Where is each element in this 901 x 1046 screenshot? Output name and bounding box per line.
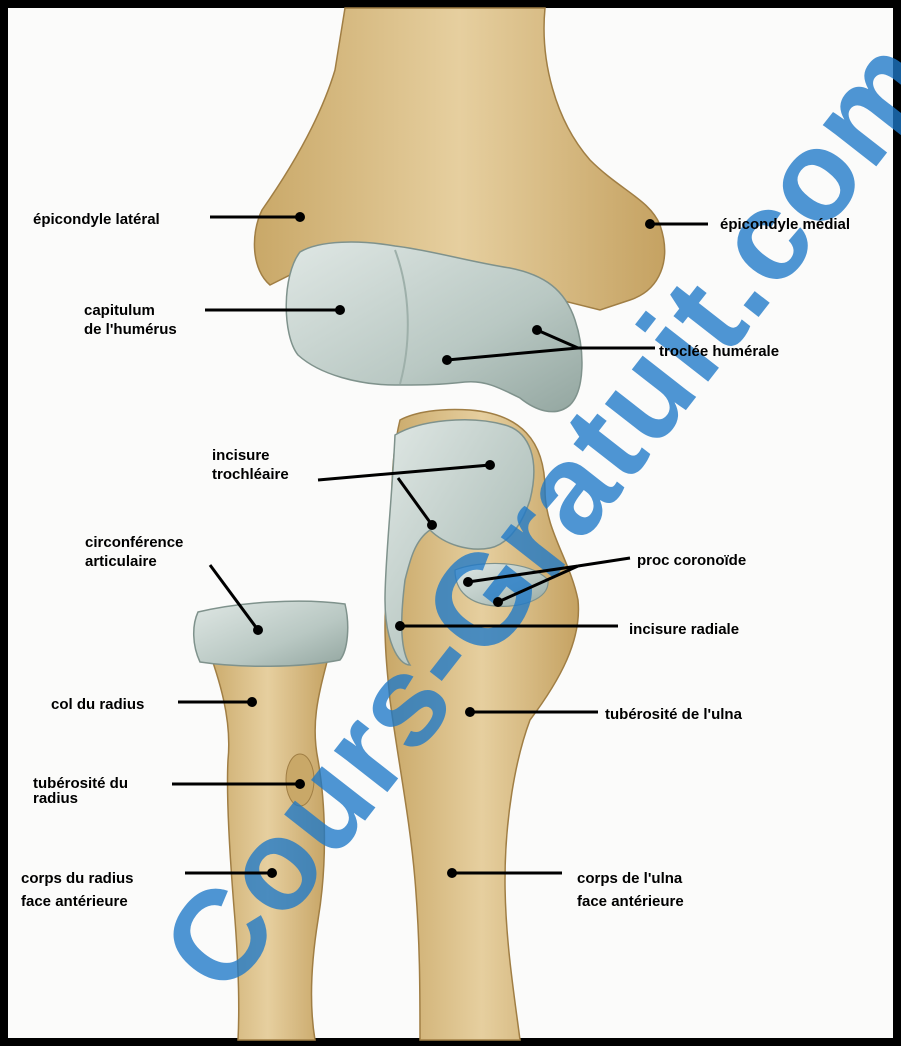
label-epicondyle-lateral: épicondyle latéral xyxy=(33,210,160,229)
label-incisure-radiale: incisure radiale xyxy=(629,620,739,639)
label-incisure-trochleaire: incisure trochléaire xyxy=(212,446,289,484)
label-proc-coronoide: proc coronoïde xyxy=(637,551,746,570)
label-epicondyle-medial: épicondyle médial xyxy=(720,215,850,234)
label-tuberosite-radius: tubérosité du radius xyxy=(33,776,128,806)
label-circonference: circonférence articulaire xyxy=(85,533,183,571)
label-capitulum: capitulum de l'humérus xyxy=(84,301,177,339)
label-tuberosite-ulna: tubérosité de l'ulna xyxy=(605,705,742,724)
label-col-radius: col du radius xyxy=(51,695,144,714)
label-corps-radius: corps du radius face antérieure xyxy=(21,867,134,913)
label-trochlee: troclée humérale xyxy=(659,342,779,361)
label-corps-ulna: corps de l'ulna face antérieure xyxy=(577,867,684,913)
radius-head-cartilage xyxy=(194,601,348,666)
